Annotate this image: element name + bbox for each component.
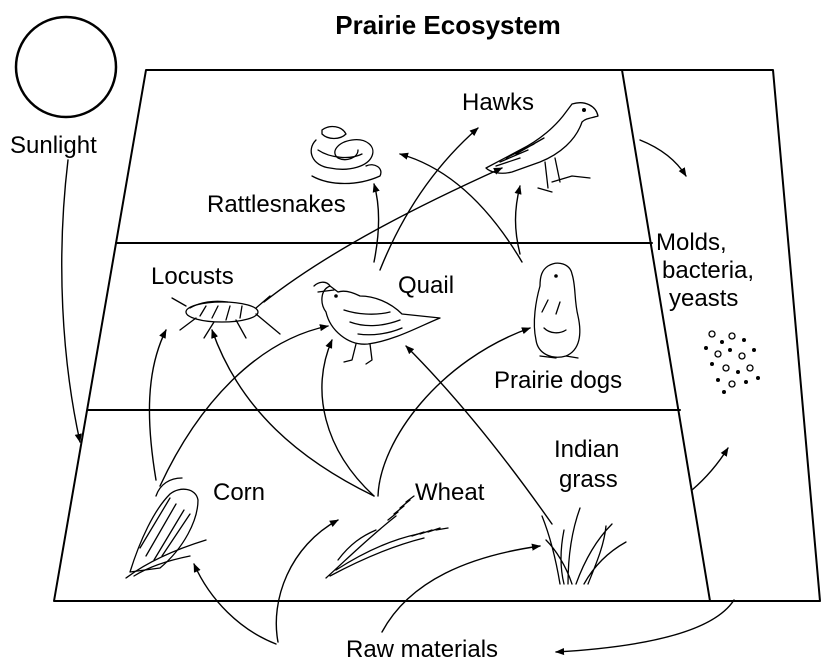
rattlesnakes-label: Rattlesnakes — [207, 191, 346, 218]
corn-label: Corn — [213, 479, 265, 506]
prairie-dog-icon — [534, 263, 579, 358]
locusts-label: Locusts — [151, 263, 234, 290]
prairie-dogs-label: Prairie dogs — [494, 367, 622, 394]
sunlight-label: Sunlight — [10, 132, 97, 159]
arrow-to-decomposers-top — [640, 140, 686, 176]
decomposers-icon — [704, 331, 760, 394]
decomposers-label-line-2: bacteria, — [662, 257, 754, 284]
arrow-decomposers-to-raw-materials — [556, 600, 734, 652]
indian-grass-icon — [542, 508, 626, 584]
arrow-raw-materials-to-indian-grass — [382, 546, 540, 632]
sun-icon — [16, 17, 116, 117]
arrow-corn-to-locusts — [149, 330, 166, 480]
wheat-icon — [326, 496, 448, 578]
decomposers-label-line-1: Molds, — [656, 229, 727, 256]
arrow-raw-materials-to-corn — [194, 564, 276, 644]
rattlesnake-icon — [311, 127, 381, 184]
arrow-raw-materials-to-wheat — [276, 520, 338, 642]
arrow-locusts-to-hawks — [264, 168, 502, 302]
quail-label: Quail — [398, 272, 454, 299]
indian-grass-label-line-1: Indian — [554, 436, 619, 463]
arrow-wheat-to-locusts — [212, 330, 374, 496]
food-web-arrows — [62, 128, 734, 652]
arrow-quail-to-rattlesnakes — [374, 184, 379, 262]
hawks-label: Hawks — [462, 89, 534, 116]
arrow-sunlight-to-producers — [62, 160, 80, 442]
diagram-title: Prairie Ecosystem — [335, 10, 560, 40]
arrow-quail-to-hawks — [380, 128, 478, 270]
arrow-corn-to-quail — [160, 326, 328, 486]
arrow-to-decomposers-bottom — [692, 448, 728, 490]
trophic-level-frame — [54, 70, 820, 601]
hawk-icon — [486, 103, 598, 192]
indian-grass-label-line-2: grass — [559, 466, 618, 493]
arrow-wheat-to-prairie-dogs — [378, 328, 530, 496]
corn-icon — [126, 478, 206, 578]
wheat-label: Wheat — [415, 479, 485, 506]
decomposers-label-line-3: yeasts — [669, 285, 738, 312]
raw-materials-label: Raw materials — [346, 636, 498, 663]
decomposer-divider — [622, 70, 710, 601]
